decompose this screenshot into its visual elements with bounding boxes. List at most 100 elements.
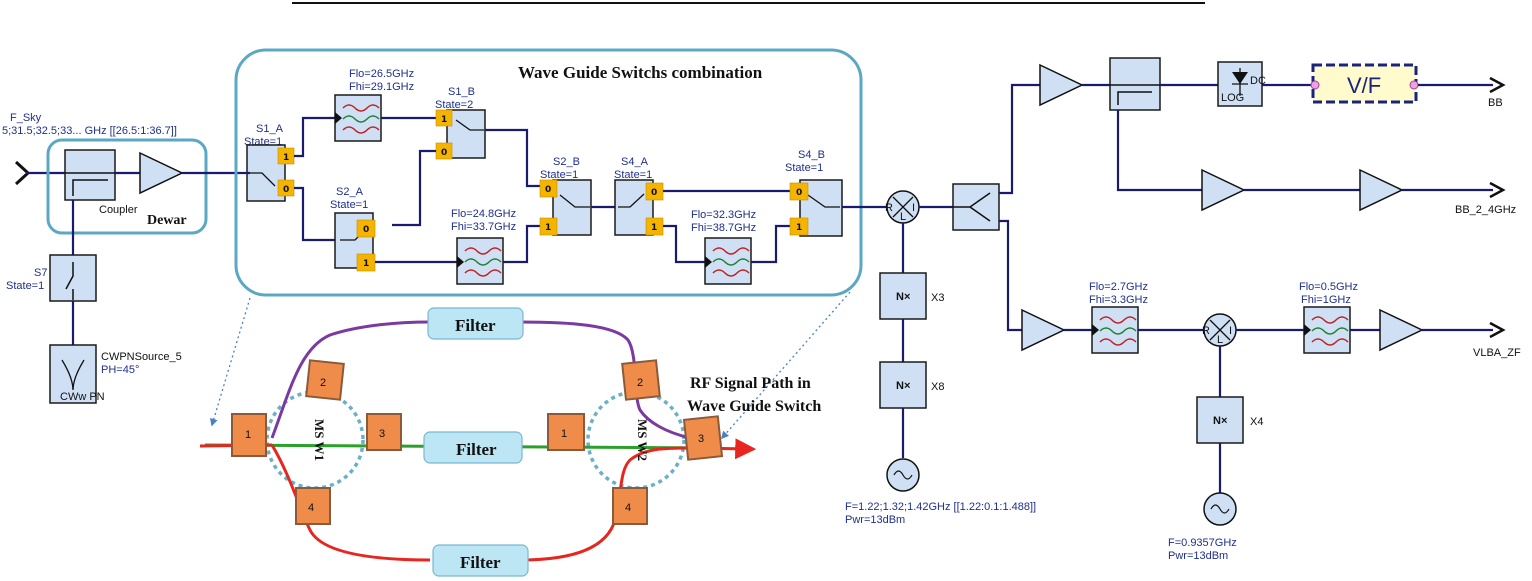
amplifier-bb2-2-icon xyxy=(1359,168,1404,212)
svg-text:Filter: Filter xyxy=(455,316,496,335)
out-vlba: VLBA_ZF xyxy=(1473,347,1521,359)
amplifier-vlba-2-icon xyxy=(1379,308,1424,352)
multiplier-x8: N× X8 xyxy=(879,361,944,409)
multiplier-x4: N× X4 xyxy=(1196,396,1263,444)
dewar-label: Dewar xyxy=(147,213,187,228)
vf-converter: V/F xyxy=(1310,63,1419,104)
multiplier-icon: N× xyxy=(896,291,910,303)
noise-source-icon xyxy=(61,359,85,391)
s1b-state: State=2 xyxy=(435,99,473,111)
svg-text:0: 0 xyxy=(441,148,447,158)
cwpn-source: CWw PN CWPNSource_5 PH=45° xyxy=(49,344,182,404)
s7-name: S7 xyxy=(34,267,47,279)
svg-text:0: 0 xyxy=(283,185,289,195)
svg-text:I: I xyxy=(912,202,915,214)
sky-source: F_Sky 5;31.5;32.5;33... GHz [[26.5:1:36.… xyxy=(2,112,177,186)
svg-text:4: 4 xyxy=(625,502,631,514)
svg-text:2: 2 xyxy=(320,377,326,389)
s2b-state: State=1 xyxy=(540,169,578,181)
svg-text:1: 1 xyxy=(441,115,447,125)
svg-text:L: L xyxy=(1217,334,1223,346)
signal-path-title-1: RF Signal Path in xyxy=(690,375,811,392)
cwpn-phase: PH=45° xyxy=(101,364,139,376)
filter1-flo: Flo=26.5GHz xyxy=(349,68,414,80)
dewar-box xyxy=(46,138,208,235)
w1-ports: 1 2 3 4 MS W1 xyxy=(231,359,402,525)
log-detector: LOG DC xyxy=(1217,61,1266,107)
w1-label: MS W1 xyxy=(312,419,327,461)
vf-label: V/F xyxy=(1347,73,1381,98)
multiplier-icon: N× xyxy=(1213,415,1227,427)
svg-text:I: I xyxy=(1229,325,1232,337)
s4b-state: State=1 xyxy=(785,162,823,174)
filter3-fhi: Fhi=38.7GHz xyxy=(691,222,756,234)
svg-text:1: 1 xyxy=(651,223,657,233)
svg-text:L: L xyxy=(900,211,906,223)
svg-text:1: 1 xyxy=(283,153,289,163)
det-dc: DC xyxy=(1250,75,1266,87)
filter-label-top: Filter xyxy=(427,307,524,340)
filter-label-middle: Filter xyxy=(423,431,523,464)
svg-text:4: 4 xyxy=(308,502,314,514)
multiplier-icon: N× xyxy=(896,380,910,392)
switch-s2a: S2_A State=1 0 1 xyxy=(330,186,376,272)
lo1-freq: F=1.22;1.32;1.42GHz [[1.22:0.1:1.488]] xyxy=(845,501,1036,513)
filter-5: Flo=0.5GHz Fhi=1GHz xyxy=(1299,281,1358,354)
s4a-state: State=1 xyxy=(614,169,652,181)
det-log: LOG xyxy=(1221,92,1244,104)
filter-3: Flo=32.3GHz Fhi=38.7GHz xyxy=(691,209,756,285)
svg-text:1: 1 xyxy=(561,428,567,440)
output-arrow-icon xyxy=(1489,181,1506,199)
x8-label: X8 xyxy=(931,381,944,393)
svg-text:R: R xyxy=(1202,325,1210,337)
filter4-fhi: Fhi=3.3GHz xyxy=(1089,294,1148,306)
red-path xyxy=(270,444,431,562)
lo2-freq: F=0.9357GHz xyxy=(1168,537,1237,549)
x4-label: X4 xyxy=(1250,416,1263,428)
svg-text:Filter: Filter xyxy=(460,553,501,572)
filter-label-bottom: Filter xyxy=(432,544,529,577)
coupler-label: Coupler xyxy=(99,204,138,216)
switch-s2b: S2_B State=1 0 1 xyxy=(539,156,592,236)
signal-path-title-2: Wave Guide Switch xyxy=(687,398,821,415)
filter3-flo: Flo=32.3GHz xyxy=(691,209,756,221)
mixer-1: R I L xyxy=(885,190,920,224)
svg-text:1: 1 xyxy=(796,223,802,233)
s1b-name: S1_B xyxy=(448,86,475,98)
s2a-name: S2_A xyxy=(336,186,364,198)
svg-text:Filter: Filter xyxy=(456,440,497,459)
w2-label: MS W2 xyxy=(635,419,650,461)
switch-s4b: S4_B State=1 0 1 xyxy=(785,149,843,237)
cwpn-icon-text: CWw PN xyxy=(60,391,105,403)
s2a-state: State=1 xyxy=(330,199,368,211)
coupler: Coupler xyxy=(64,149,138,216)
out-bb2: BB_2_4GHz xyxy=(1455,204,1516,216)
svg-text:0: 0 xyxy=(363,225,369,235)
amplifier-vlba-1-icon xyxy=(1021,308,1066,352)
mixer-2: R I L xyxy=(1202,313,1237,347)
purple-path xyxy=(270,320,431,439)
cwpn-block xyxy=(49,344,97,404)
s4a-name: S4_A xyxy=(621,156,649,168)
w2-ports: 1 2 3 4 MS W2 xyxy=(547,359,724,525)
cwpn-name: CWPNSource_5 xyxy=(101,351,182,363)
wg-combination-box xyxy=(234,48,863,297)
filter5-fhi: Fhi=1GHz xyxy=(1301,294,1351,306)
filter-4: Flo=2.7GHz Fhi=3.3GHz xyxy=(1089,281,1148,354)
svg-text:1: 1 xyxy=(363,259,369,269)
output-arrow-icon xyxy=(1489,321,1506,339)
sky-name: F_Sky xyxy=(10,112,42,124)
filter4-flo: Flo=2.7GHz xyxy=(1089,281,1148,293)
wg-title: Wave Guide Switchs combination xyxy=(518,63,763,82)
lo-source-1: F=1.22;1.32;1.42GHz [[1.22:0.1:1.488]] P… xyxy=(845,458,1036,526)
coupler-2 xyxy=(1109,57,1161,111)
filter2-fhi: Fhi=33.7GHz xyxy=(451,221,516,233)
power-splitter xyxy=(952,183,1000,231)
switch-s7: S7 State=1 xyxy=(6,254,97,302)
filter-2: Flo=24.8GHz Fhi=33.7GHz xyxy=(451,208,516,285)
multiplier-x3: N× X3 xyxy=(879,272,944,320)
out-bb: BB xyxy=(1488,97,1503,109)
amplifier-bb2-1-icon xyxy=(1201,168,1246,212)
svg-text:0: 0 xyxy=(651,188,657,198)
